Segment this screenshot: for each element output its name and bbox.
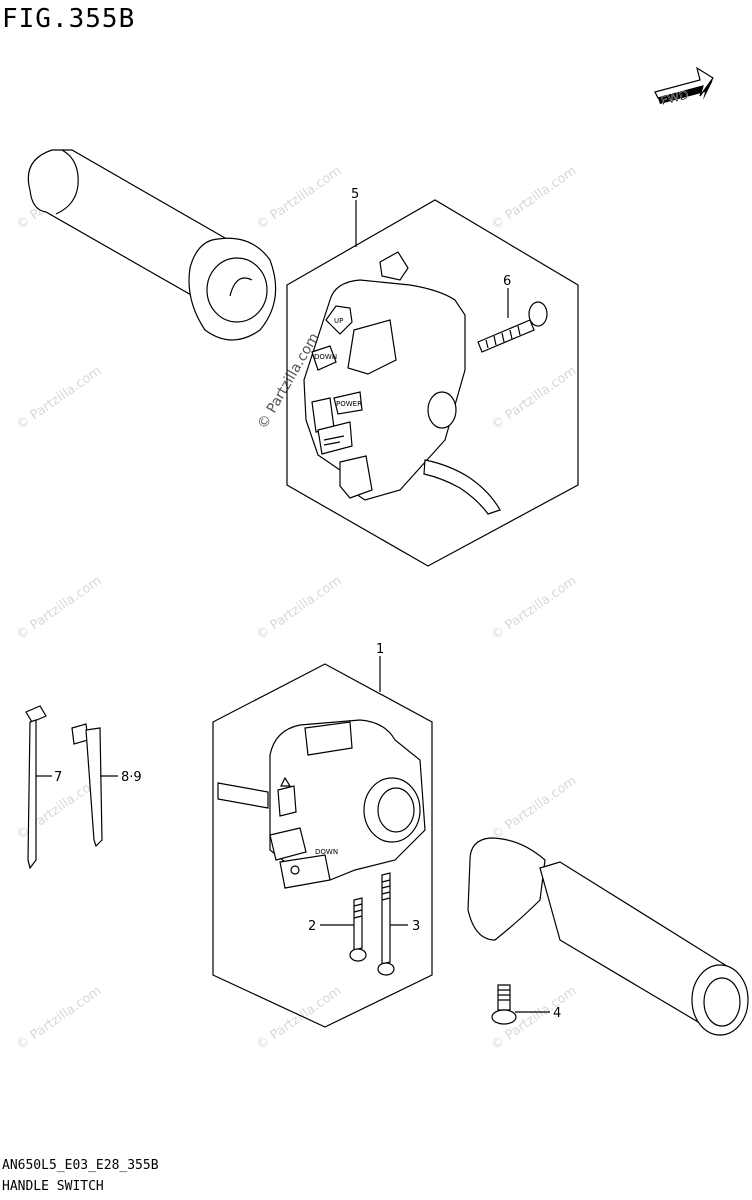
watermark-text: © Partzilla.com xyxy=(14,573,105,643)
screw-3 xyxy=(377,872,395,976)
figure-name: HANDLE SWITCH xyxy=(2,1179,104,1194)
right-switch-housing: DOWN xyxy=(217,719,426,889)
callout-4: 4 xyxy=(553,1006,561,1021)
fwd-arrow-icon: FWD xyxy=(654,66,714,108)
watermark-text: © Partzilla.com xyxy=(14,363,105,433)
watermark-text: © Partzilla.com xyxy=(489,363,580,433)
watermark-text: © Partzilla.com xyxy=(14,983,105,1053)
watermark-text: © Partzilla.com xyxy=(489,163,580,233)
callout-8-9: 8·9 xyxy=(121,770,142,785)
callout-2: 2 xyxy=(308,919,316,934)
watermark-text: © Partzilla.com xyxy=(254,573,345,643)
callout-7: 7 xyxy=(54,770,62,785)
cable-tie-7 xyxy=(25,705,47,870)
down-label: DOWN xyxy=(314,353,337,361)
left-switch-housing: UP DOWN POWER xyxy=(303,251,501,515)
figure-title: FIG.355B xyxy=(2,4,136,34)
screw-6 xyxy=(477,301,548,353)
watermark-text: © Partzilla.com xyxy=(489,573,580,643)
screw-2 xyxy=(349,897,367,962)
screw-4 xyxy=(491,984,517,1025)
watermark-text: © Partzilla.com xyxy=(254,163,345,233)
callout-5: 5 xyxy=(351,187,359,202)
fwd-label: FWD xyxy=(659,88,690,108)
assembly-frame-lower xyxy=(212,663,433,1028)
assembly-frame-upper xyxy=(286,199,579,567)
callout-1: 1 xyxy=(376,642,384,657)
figure-code: AN650L5_E03_E28_355B xyxy=(2,1158,159,1173)
watermark-text: © Partzilla.com xyxy=(254,983,345,1053)
leader-lines xyxy=(36,200,550,1013)
left-grip xyxy=(27,149,277,341)
right-grip xyxy=(467,837,749,1036)
callout-3: 3 xyxy=(412,919,420,934)
callouts: 1 2 3 4 5 6 7 8·9 xyxy=(54,187,561,1021)
up-label: UP xyxy=(334,317,343,325)
power-label: POWER xyxy=(336,400,362,408)
watermark-text: © Partzilla.com xyxy=(489,773,580,843)
down-lower-label: DOWN xyxy=(315,848,338,856)
cable-tie-8-9 xyxy=(71,723,103,848)
callout-6: 6 xyxy=(503,274,511,289)
